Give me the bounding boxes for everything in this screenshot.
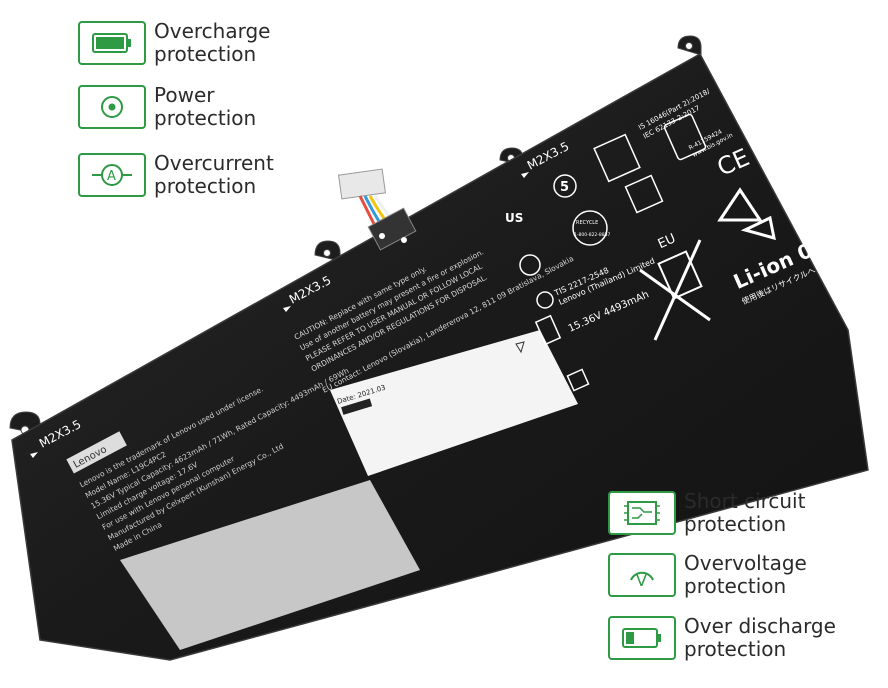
feature-title: Over discharge xyxy=(684,614,836,638)
ammeter-icon: A xyxy=(78,153,146,197)
eu-label: EU xyxy=(656,231,678,252)
svg-text:V: V xyxy=(636,571,647,590)
feature-subtitle: protection xyxy=(154,174,257,198)
feature-subtitle: protection xyxy=(154,106,257,130)
recycle-top: RECYCLE xyxy=(576,220,598,226)
feature-overcharge: Overcharge protection xyxy=(78,20,270,66)
feature-label: Short circuit protection xyxy=(684,490,805,536)
feature-short-circuit: Short circuit protection xyxy=(608,490,805,536)
screw-label: M2X3.5 xyxy=(719,33,766,67)
feature-label: Power protection xyxy=(154,84,256,130)
voltmeter-icon: V xyxy=(608,553,676,597)
battery-low-icon xyxy=(608,616,676,660)
feature-subtitle: protection xyxy=(154,42,257,66)
battery-connector xyxy=(337,168,417,251)
recycle-mark xyxy=(717,187,776,241)
feature-overvoltage: V Overvoltage protection xyxy=(608,552,807,598)
feature-title: Short circuit xyxy=(684,489,806,513)
feature-label: Overvoltage protection xyxy=(684,552,807,598)
feature-label: Overcurrent protection xyxy=(154,152,274,198)
feature-label: Over discharge protection xyxy=(684,615,836,661)
feature-over-discharge: Over discharge protection xyxy=(608,615,836,661)
feature-title: Overvoltage xyxy=(684,551,807,575)
feature-subtitle: protection xyxy=(684,637,787,661)
power-icon xyxy=(78,85,146,129)
feature-label: Overcharge protection xyxy=(154,20,270,66)
feature-title: Overcharge xyxy=(154,19,271,43)
num5-mark: 5 xyxy=(560,180,569,195)
feature-subtitle: protection xyxy=(684,574,787,598)
ul-mark: US xyxy=(505,211,523,225)
feature-title: Power xyxy=(154,83,215,107)
battery-full-icon xyxy=(78,21,146,65)
feature-subtitle: protection xyxy=(684,512,787,536)
warning-label: Date: 2021.03 xyxy=(120,330,578,650)
feature-overcurrent: A Overcurrent protection xyxy=(78,152,274,198)
recycle-bottom: 1-800-822-8837 xyxy=(574,232,611,238)
feature-title: Overcurrent xyxy=(154,151,274,175)
svg-text:A: A xyxy=(107,169,116,184)
circuit-board-icon xyxy=(608,491,676,535)
feature-power: Power protection xyxy=(78,84,256,130)
